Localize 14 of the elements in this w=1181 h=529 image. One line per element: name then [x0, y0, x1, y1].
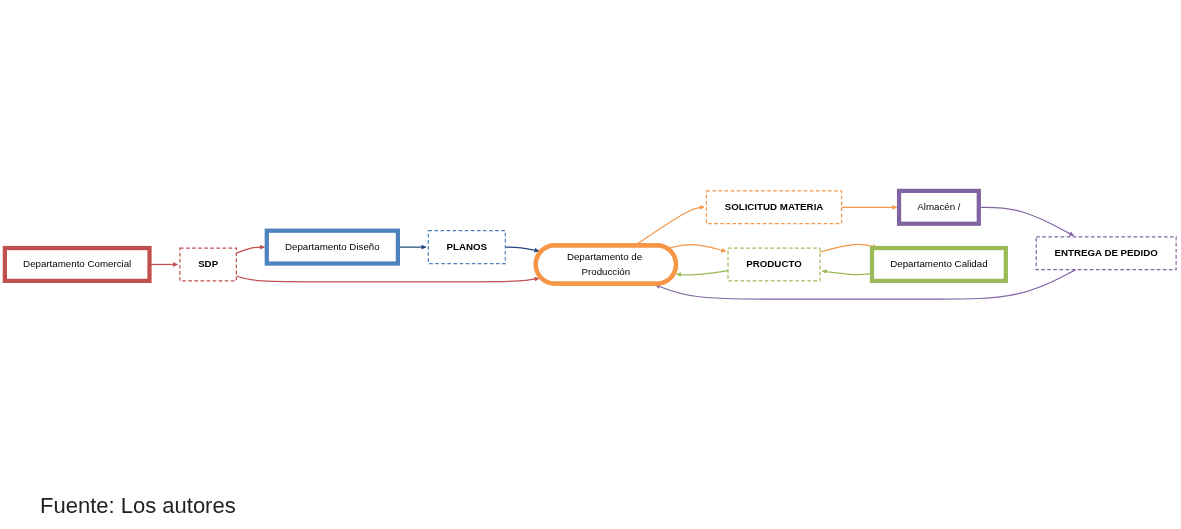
caption: Fuente: Los autores	[40, 493, 236, 519]
node-box: PRODUCTO	[727, 247, 821, 282]
arrow	[655, 269, 1077, 300]
node-box: Departamento Diseño	[264, 228, 401, 266]
arrow	[675, 270, 729, 277]
node-box: SOLICITUD MATERIA	[705, 190, 843, 225]
node-box: Departamento Calidad	[869, 245, 1008, 283]
node-box: Departamento Comercial	[2, 245, 152, 283]
node-box: PLANOS	[427, 230, 506, 265]
node-box: ENTREGA DE PEDIDO	[1035, 236, 1177, 271]
node-box: Almacén /	[896, 188, 981, 226]
arrow	[841, 204, 898, 210]
node-box: SDP	[179, 247, 237, 282]
arrow	[819, 243, 878, 253]
